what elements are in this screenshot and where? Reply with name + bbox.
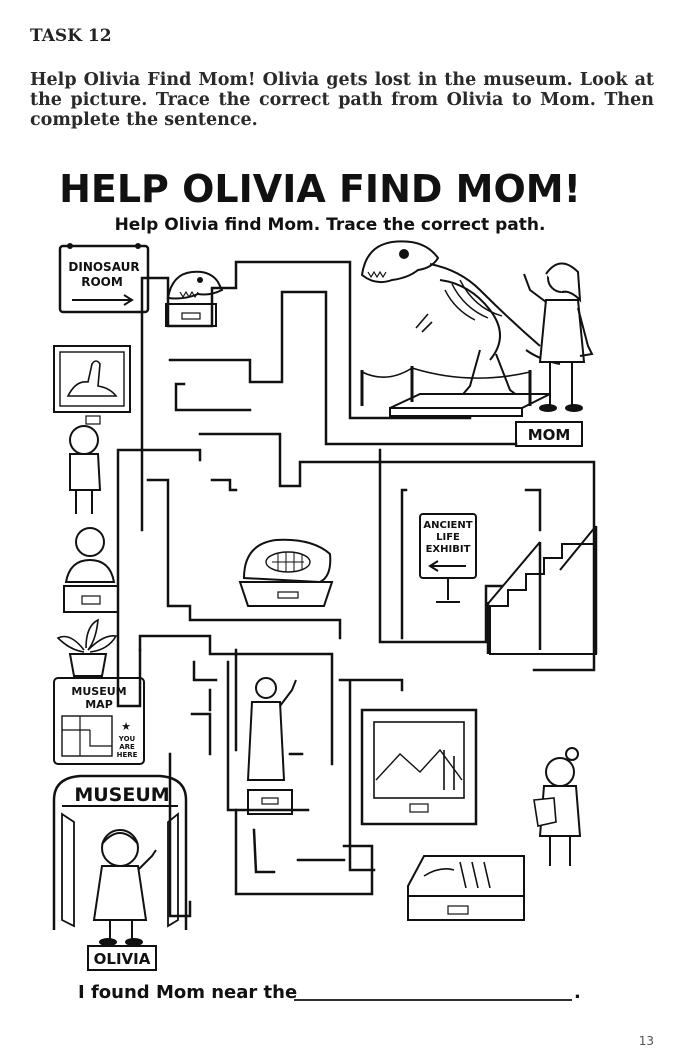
dinosaur-room-line1: DINOSAUR bbox=[68, 260, 139, 274]
instructions: Help Olivia Find Mom! Olivia gets lost i… bbox=[30, 70, 654, 130]
dinosaur-painting bbox=[53, 345, 131, 425]
arrow-left-icon bbox=[428, 560, 466, 572]
trilobite-fossil-exhibit bbox=[238, 538, 334, 607]
worksheet-title: HELP OLIVIA FIND MOM! bbox=[59, 167, 581, 211]
ancient-line3: EXHIBIT bbox=[426, 544, 471, 555]
staircase bbox=[485, 525, 598, 655]
worksheet-illustration: HELP OLIVIA FIND MOM! Help Olivia find M… bbox=[40, 150, 610, 1020]
mom-label: MOM bbox=[515, 421, 583, 447]
you-line2: ARE bbox=[119, 743, 135, 751]
you-line3: HERE bbox=[117, 751, 138, 759]
landscape-painting bbox=[360, 708, 478, 826]
arrow-right-icon bbox=[72, 294, 134, 306]
ancient-line1: ANCIENT bbox=[423, 520, 472, 531]
dinosaur-room-sign: DINOSAUR ROOM bbox=[58, 243, 150, 314]
museum-arch-text: MUSEUM bbox=[74, 784, 169, 806]
sentence-prompt: I found Mom near the bbox=[78, 982, 297, 1003]
ancient-line2: LIFE bbox=[436, 532, 460, 543]
task-label: TASK 12 bbox=[30, 26, 112, 46]
you-line1: YOU bbox=[118, 735, 136, 743]
dino-skull-exhibit bbox=[165, 270, 224, 327]
bone-display-case bbox=[407, 855, 525, 921]
mom-figure bbox=[523, 262, 594, 412]
page-number: 13 bbox=[638, 1034, 654, 1048]
star-icon: ★ bbox=[121, 720, 131, 733]
dinosaur-room-line2: ROOM bbox=[81, 275, 123, 289]
map-line2: MAP bbox=[85, 698, 113, 711]
potted-plant bbox=[56, 618, 118, 677]
sentence-end: . bbox=[574, 982, 581, 1003]
girl-reading-figure bbox=[533, 747, 582, 866]
mom-label-text: MOM bbox=[528, 426, 571, 444]
worksheet-subtitle: Help Olivia find Mom. Trace the correct … bbox=[115, 215, 546, 235]
olivia-label: OLIVIA bbox=[87, 945, 157, 971]
olivia-figure bbox=[92, 829, 157, 946]
map-line1: MUSEUM bbox=[71, 685, 126, 698]
museum-map-board: MUSEUM MAP ★ YOU ARE HERE bbox=[53, 677, 145, 765]
worksheet: HELP OLIVIA FIND MOM! Help Olivia find M… bbox=[40, 150, 610, 1020]
bust-statue bbox=[63, 527, 119, 613]
olivia-label-text: OLIVIA bbox=[94, 950, 151, 968]
ancient-life-sign: ANCIENT LIFE EXHIBIT bbox=[419, 513, 477, 603]
maze-walls bbox=[116, 260, 596, 918]
boy-figure bbox=[69, 425, 102, 514]
